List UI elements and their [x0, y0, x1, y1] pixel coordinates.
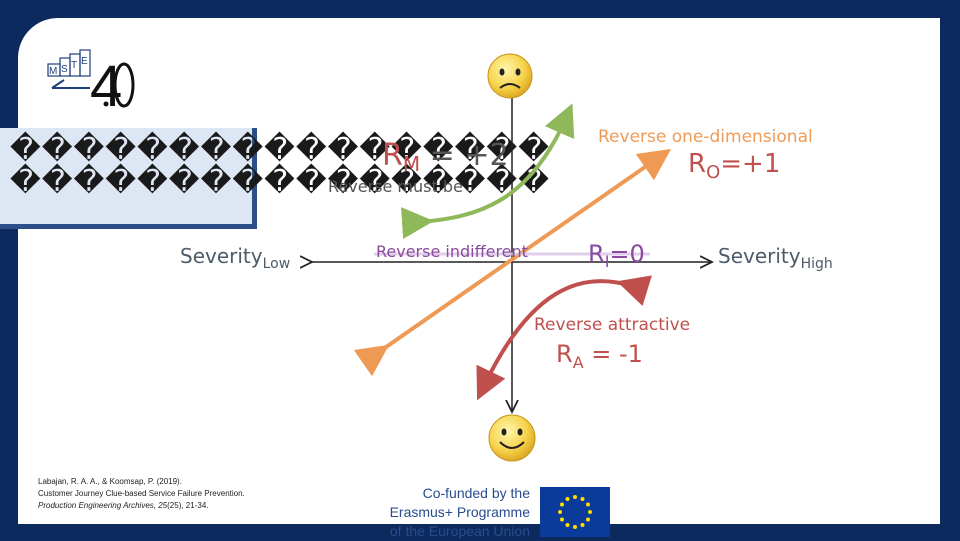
eu-star-icon — [580, 497, 585, 502]
severity-low-label: SeverityLow — [180, 244, 290, 272]
mste-logo: M S T E 4 — [47, 49, 135, 114]
svg-text:S: S — [61, 64, 68, 75]
citation: Labajan, R. A. A., & Koomsap, P. (2019).… — [38, 476, 245, 512]
svg-text:T: T — [71, 60, 77, 71]
eu-star-icon — [588, 510, 592, 514]
eu-cofunding-text: Co-funded by the Erasmus+ Programme of t… — [368, 484, 530, 541]
reverse-one-dim-line — [353, 148, 672, 377]
eu-star-icon — [560, 517, 565, 522]
eu-star-icon — [558, 510, 562, 514]
svg-text:E: E — [81, 56, 88, 67]
citation-line-1: Labajan, R. A. A., & Koomsap, P. (2019). — [38, 477, 182, 486]
eu-star-icon — [565, 522, 570, 527]
reverse-attractive-formula: RA = -1 — [556, 340, 643, 372]
citation-issue: (25) — [167, 501, 182, 510]
eu-text-line-1: Co-funded by the — [422, 485, 530, 501]
reverse-attractive-label: Reverse attractive — [534, 315, 690, 335]
svg-text:M: M — [49, 66, 57, 77]
severity-high-label: SeverityHigh — [718, 244, 833, 272]
eu-star-icon — [573, 525, 577, 529]
title-box — [0, 128, 257, 229]
citation-line-2: Customer Journey Clue-based Service Fail… — [38, 489, 245, 498]
eu-star-icon — [573, 495, 577, 499]
reverse-must-be-formula: RM = +2 — [382, 138, 509, 176]
reverse-one-dim-label: Reverse one-dimensional — [598, 127, 813, 147]
reverse-must-be-label: Reverse must be — [328, 177, 463, 196]
eu-star-icon — [585, 517, 590, 522]
happy-face-icon — [488, 414, 536, 462]
eu-star-icon — [565, 497, 570, 502]
eu-text-line-2: Erasmus+ Programme — [389, 504, 530, 520]
citation-volume: 25 — [156, 501, 168, 510]
citation-line-3: Production Engineering Archives, 25(25),… — [38, 500, 245, 512]
reverse-indifferent-label: Reverse indifferent — [376, 242, 528, 261]
reverse-one-dim-formula: RO=+1 — [688, 149, 780, 183]
eu-star-icon — [580, 522, 585, 527]
citation-journal: Production Engineering Archives, — [38, 501, 156, 510]
reverse-indifferent-formula: RI=0 — [588, 240, 645, 271]
eu-star-icon — [585, 502, 590, 507]
eu-text-line-3: of the European Union — [389, 523, 530, 539]
eu-star-icon — [560, 502, 565, 507]
citation-pages: , 21-34. — [181, 501, 209, 510]
eu-flag-icon — [540, 487, 610, 537]
reverse-attractive-curve — [476, 275, 652, 401]
sad-face-icon — [487, 53, 533, 99]
